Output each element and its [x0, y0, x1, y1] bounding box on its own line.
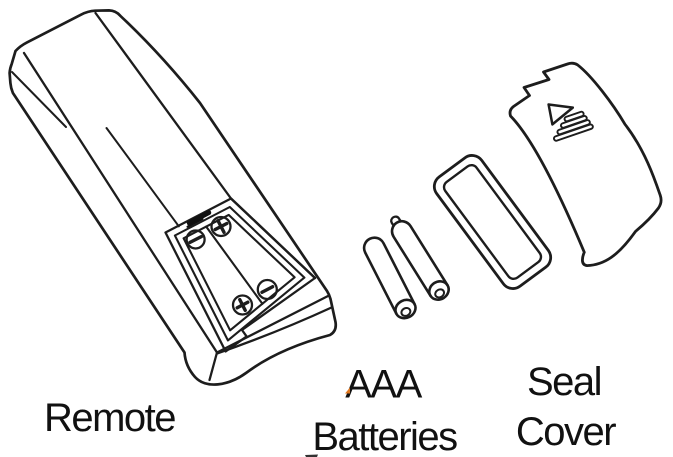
svg-text:Cover: Cover [516, 410, 616, 454]
svg-text:Remote: Remote [44, 396, 175, 440]
svg-text:Seal: Seal [527, 360, 601, 404]
svg-text:AAA: AAA [345, 363, 422, 407]
svg-text:Batteries: Batteries [312, 415, 457, 457]
